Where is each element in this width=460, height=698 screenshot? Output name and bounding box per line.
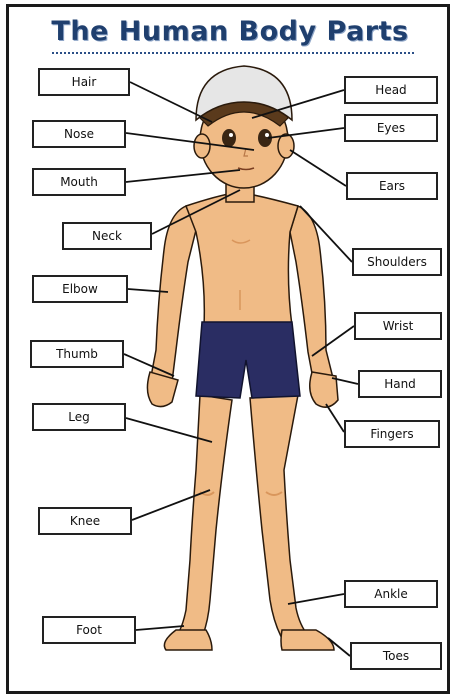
left-eye <box>222 129 236 147</box>
left-leg <box>174 395 232 642</box>
label-leg: Leg <box>32 403 126 431</box>
label-hair: Hair <box>38 68 130 96</box>
label-neck: Neck <box>62 222 152 250</box>
left-foot <box>164 630 212 650</box>
label-thumb: Thumb <box>30 340 124 368</box>
right-foot <box>281 630 334 650</box>
label-hand: Hand <box>358 370 442 398</box>
label-fingers: Fingers <box>344 420 440 448</box>
right-ear <box>278 134 294 158</box>
label-elbow: Elbow <box>32 275 128 303</box>
shorts <box>196 322 300 398</box>
left-hand <box>147 372 178 407</box>
right-arm <box>290 206 334 384</box>
label-knee: Knee <box>38 507 132 535</box>
label-head: Head <box>344 76 438 104</box>
torso <box>186 192 298 326</box>
label-foot: Foot <box>42 616 136 644</box>
right-leg <box>250 395 312 642</box>
label-toes: Toes <box>350 642 442 670</box>
label-ears: Ears <box>346 172 438 200</box>
label-wrist: Wrist <box>354 312 442 340</box>
label-nose: Nose <box>32 120 126 148</box>
left-ear <box>194 134 210 158</box>
label-shoulders: Shoulders <box>352 248 442 276</box>
label-ankle: Ankle <box>344 580 438 608</box>
right-hand <box>310 372 338 407</box>
label-mouth: Mouth <box>32 168 126 196</box>
label-eyes: Eyes <box>344 114 438 142</box>
